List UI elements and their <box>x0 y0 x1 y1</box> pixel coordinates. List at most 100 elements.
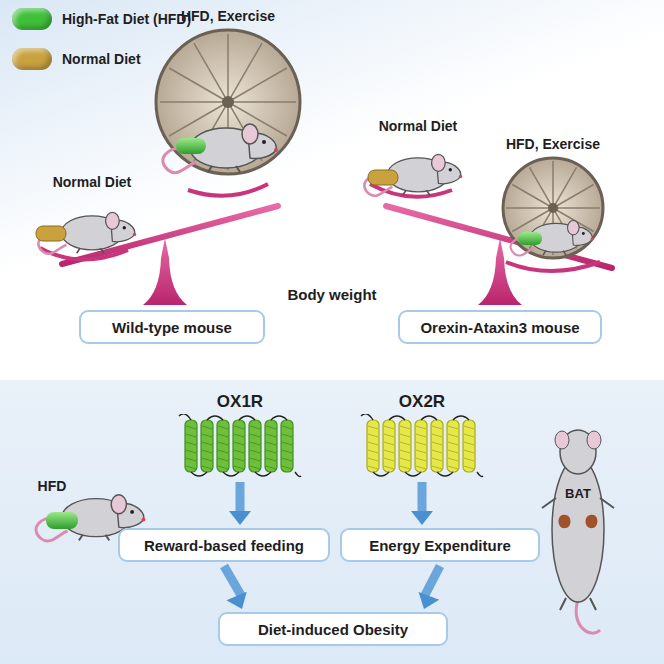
arrow-head <box>226 592 246 609</box>
receptor-helices <box>359 414 485 478</box>
arrow-connector <box>419 566 440 609</box>
process-box: Energy Expenditure <box>340 528 540 562</box>
helix-stripe <box>202 442 212 445</box>
box-text: Wild-type mouse <box>112 319 232 336</box>
wheel-spoke <box>194 43 228 102</box>
helix-stripe <box>416 442 426 445</box>
helix <box>201 420 213 472</box>
process-box: Diet-induced Obesity <box>218 612 448 646</box>
helix-stripe <box>368 426 378 429</box>
receptor-loops <box>179 414 301 477</box>
helix-stripe <box>234 434 244 437</box>
helix-stripe <box>202 466 212 469</box>
helix-stripe <box>448 426 458 429</box>
helix-stripe <box>416 450 426 453</box>
mouse-normal-left <box>36 212 136 253</box>
helix-stripe <box>218 466 228 469</box>
legend-swatch <box>12 48 52 70</box>
box-text: Diet-induced Obesity <box>258 621 408 638</box>
helix-stripe <box>400 434 410 437</box>
arrow-connector <box>411 482 433 525</box>
helix-stripe <box>282 434 292 437</box>
helix-stripe <box>464 458 474 461</box>
legend-row: Normal Diet <box>12 48 141 70</box>
arrow-shaft <box>424 566 440 597</box>
helix-stripe <box>218 450 228 453</box>
helix-stripe <box>368 458 378 461</box>
helix-stripe <box>250 442 260 445</box>
helix <box>399 420 411 472</box>
running-wheel-left <box>156 30 300 174</box>
receptor-loops <box>361 414 483 477</box>
helix-stripe <box>464 426 474 429</box>
helix-stripe <box>266 450 276 453</box>
process-box: Wild-type mouse <box>79 310 265 344</box>
mouse-hfd-left <box>163 124 278 173</box>
wheel-spoke <box>228 68 287 102</box>
helix-stripe <box>384 458 394 461</box>
helix-stripe <box>432 434 442 437</box>
helix-stripe <box>384 442 394 445</box>
receptor: OX2R <box>343 392 501 478</box>
label-text: Body weight <box>287 286 376 303</box>
label-text: Normal Diet <box>379 118 458 134</box>
box-text: Energy Expenditure <box>369 537 511 554</box>
wheel-spoke <box>228 101 296 103</box>
helix-stripe <box>234 426 244 429</box>
helix-stripe <box>400 426 410 429</box>
helix-stripe <box>218 442 228 445</box>
helix-stripe <box>202 434 212 437</box>
helix-stripe <box>250 434 260 437</box>
helix-stripe <box>218 434 228 437</box>
helix-stripe <box>282 426 292 429</box>
helix-stripe <box>432 442 442 445</box>
helix-stripe <box>186 458 196 461</box>
wheel-spoke <box>506 207 553 209</box>
receptor-helices <box>177 414 303 478</box>
helix-stripe <box>266 466 276 469</box>
receptor: OX1R <box>161 392 319 478</box>
helix-stripe <box>234 450 244 453</box>
helix-stripe <box>186 434 196 437</box>
helix-stripe <box>368 450 378 453</box>
arrow-connector <box>229 482 251 525</box>
helix-stripe <box>384 466 394 469</box>
helix-stripe <box>186 426 196 429</box>
box-text: Reward-based feeding <box>144 537 304 554</box>
arrow-shaft <box>224 566 242 597</box>
helix-stripe <box>250 458 260 461</box>
label-text: Normal Diet <box>53 174 132 190</box>
running-wheel-right <box>503 158 603 258</box>
wheel-spoke <box>169 68 228 102</box>
helix-stripe <box>368 466 378 469</box>
arrow-shaft <box>236 482 245 513</box>
helix-stripe <box>432 450 442 453</box>
wheel-spoke <box>552 161 554 208</box>
legend-row: High-Fat Diet (HFD) <box>12 8 191 30</box>
helix-stripe <box>266 434 276 437</box>
helix <box>233 420 245 472</box>
helix-stripe <box>464 442 474 445</box>
arrow-head <box>419 592 440 609</box>
helix-stripe <box>448 442 458 445</box>
helix-stripe <box>202 426 212 429</box>
legend-swatch <box>12 8 52 30</box>
helix-stripe <box>416 434 426 437</box>
helix-stripe <box>368 442 378 445</box>
helix-stripe <box>266 426 276 429</box>
wheel-spoke <box>228 43 262 102</box>
helix <box>281 420 293 472</box>
helix-stripe <box>464 450 474 453</box>
helix <box>265 420 277 472</box>
helix-stripe <box>266 458 276 461</box>
helix-stripe <box>400 442 410 445</box>
label-text: HFD, Exercise <box>506 136 600 152</box>
helix-stripe <box>448 434 458 437</box>
helix-stripe <box>400 458 410 461</box>
helix <box>367 420 379 472</box>
helix-stripe <box>282 442 292 445</box>
box-text: Orexin-Ataxin3 mouse <box>420 319 579 336</box>
helix-stripe <box>384 434 394 437</box>
helix-stripe <box>464 434 474 437</box>
helix-stripe <box>400 450 410 453</box>
